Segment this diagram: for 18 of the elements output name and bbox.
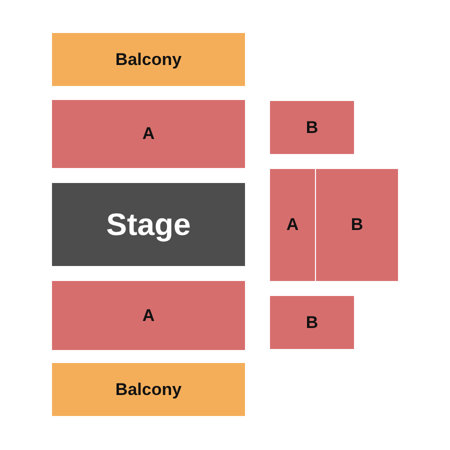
section-label: A [286, 215, 299, 235]
section-label: Balcony [115, 380, 182, 400]
section-label: B [306, 118, 318, 138]
balcony-section [52, 33, 245, 86]
balcony-section [52, 363, 245, 416]
section-label: Balcony [115, 50, 182, 70]
seating-section [52, 100, 245, 168]
section-label: A [142, 306, 155, 326]
seating-section [52, 281, 245, 350]
seating-section [270, 101, 354, 154]
section-label: Stage [106, 206, 191, 242]
section-label: B [350, 215, 364, 235]
section-label: B [306, 312, 318, 332]
seating-section [316, 169, 398, 281]
stage [52, 183, 245, 266]
seating-section [270, 169, 315, 281]
seating-section [270, 296, 354, 349]
section-label: A [142, 124, 155, 144]
